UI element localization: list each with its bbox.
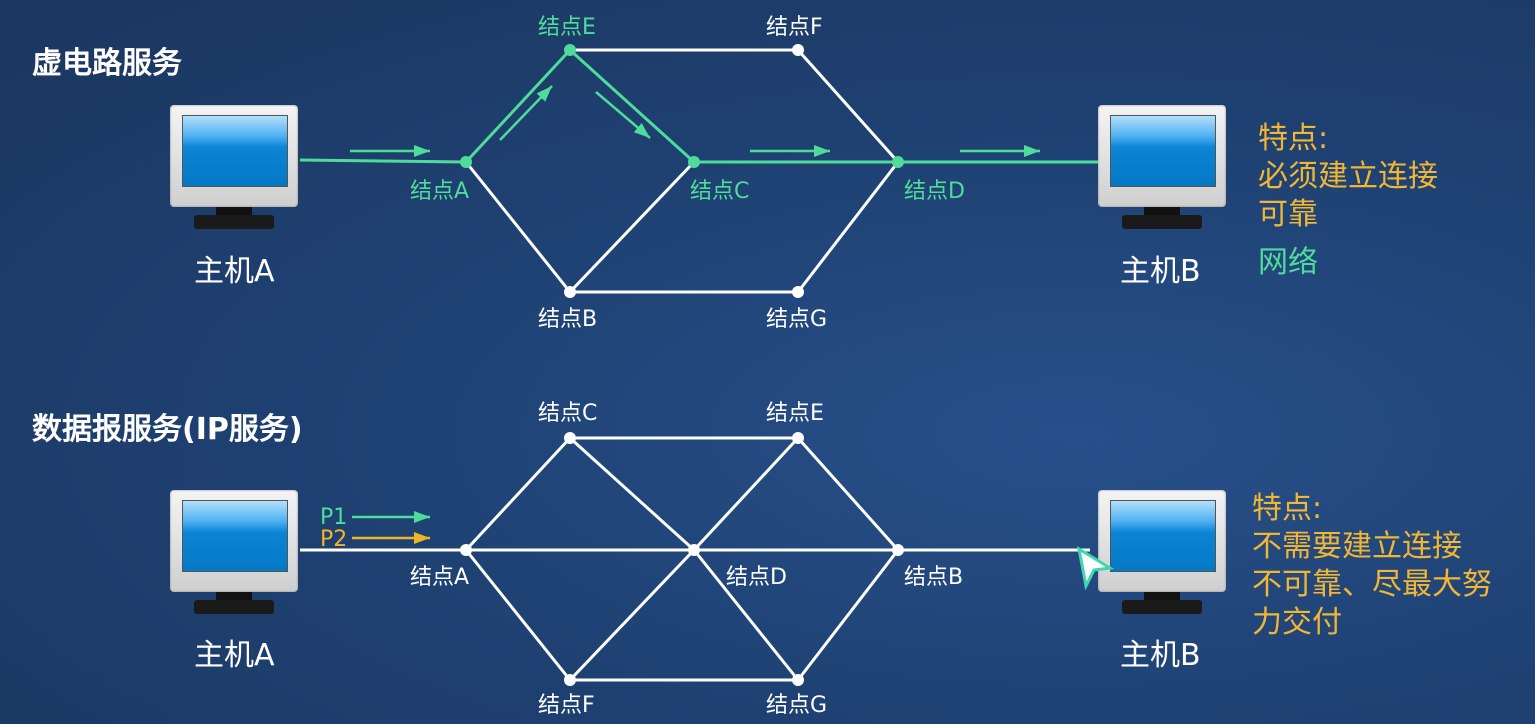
dg-link-DF	[568, 548, 696, 682]
packet-p2-label: P2	[320, 527, 347, 552]
dg-features: 特点: 不需要建立连接 不可靠、尽最大努 力交付	[1252, 490, 1492, 642]
vc-node-E	[564, 44, 576, 56]
arrow-head-icon	[414, 145, 430, 157]
dg-node-B	[892, 544, 904, 556]
vc-node-label-D: 结点D	[904, 179, 965, 204]
dg-feature: 力交付	[1252, 605, 1342, 640]
dg-link-GB	[796, 549, 900, 681]
vc-features-title: 特点:	[1258, 121, 1329, 156]
dg-node-F	[564, 674, 576, 686]
packet-p1-label: P1	[320, 505, 347, 530]
vc-link-BC	[568, 160, 696, 294]
dg-node-E	[792, 432, 804, 444]
vc-node-label-G: 结点G	[766, 307, 827, 332]
vc-node-G	[792, 286, 804, 298]
vc-network-label: 网络	[1258, 245, 1318, 280]
arrow-head-icon	[414, 511, 430, 523]
dg-node-label-C: 结点C	[538, 401, 597, 426]
vc-node-D	[892, 156, 904, 168]
vc-node-label-B: 结点B	[538, 307, 597, 332]
dg-node-label-B: 结点B	[904, 565, 963, 590]
vc-node-F	[792, 44, 804, 56]
arrow-head-icon	[633, 123, 650, 138]
dg-features-title: 特点:	[1252, 491, 1323, 526]
vc-link-FD	[796, 49, 900, 163]
vc-node-label-C: 结点C	[690, 179, 749, 204]
dg-host-a-label: 主机A	[194, 638, 275, 673]
dg-node-D	[688, 544, 700, 556]
dg-host-a	[164, 490, 304, 615]
arrow-head-icon	[536, 86, 552, 102]
dg-link-EB	[796, 437, 900, 551]
dg-node-label-E: 结点E	[766, 401, 824, 426]
vc-node-A	[460, 156, 472, 168]
virtual-circuit-title: 虚电路服务	[32, 46, 182, 81]
vc-path-link	[299, 158, 467, 164]
dg-node-C	[564, 432, 576, 444]
dg-link-AC	[464, 436, 572, 552]
vc-node-B	[564, 286, 576, 298]
dg-feature: 不需要建立连接	[1252, 529, 1462, 564]
arrow-head-icon	[414, 532, 430, 544]
dg-node-label-D: 结点D	[726, 565, 787, 590]
vc-host-a-label: 主机A	[194, 254, 275, 289]
arrow-head-icon	[814, 145, 830, 157]
vc-link-GD	[796, 161, 900, 293]
vc-feature: 可靠	[1258, 197, 1318, 232]
dg-link-CD	[568, 436, 696, 552]
dg-link-ED	[692, 436, 800, 552]
dg-host-b-label: 主机B	[1120, 638, 1201, 673]
dg-link-DG	[692, 549, 800, 681]
dg-link-AF	[464, 549, 572, 681]
dg-host-b	[1092, 490, 1232, 615]
arrow-head-icon	[1024, 145, 1040, 157]
vc-path-link-EC	[568, 48, 696, 164]
dg-node-label-A: 结点A	[410, 565, 469, 590]
vc-link-AB	[464, 161, 572, 293]
dg-node-A	[460, 544, 472, 556]
vc-host-b-label: 主机B	[1120, 254, 1201, 289]
dg-node-label-F: 结点F	[538, 693, 595, 718]
datagram-title: 数据报服务(IP服务)	[32, 412, 303, 447]
vc-path-link-AE	[464, 48, 572, 164]
vc-node-C	[688, 156, 700, 168]
dg-node-label-G: 结点G	[766, 693, 827, 718]
cursor-pointer-icon	[1076, 546, 1115, 590]
vc-node-label-F: 结点F	[766, 15, 823, 40]
dg-feature: 不可靠、尽最大努	[1252, 567, 1492, 602]
dg-node-G	[792, 674, 804, 686]
vc-host-a	[164, 105, 304, 230]
vc-node-label-A: 结点A	[410, 179, 469, 204]
vc-node-label-E: 结点E	[538, 15, 596, 40]
vc-feature: 必须建立连接	[1258, 159, 1438, 194]
vc-host-b	[1092, 105, 1232, 230]
vc-features: 特点: 必须建立连接 可靠 网络	[1258, 120, 1438, 282]
